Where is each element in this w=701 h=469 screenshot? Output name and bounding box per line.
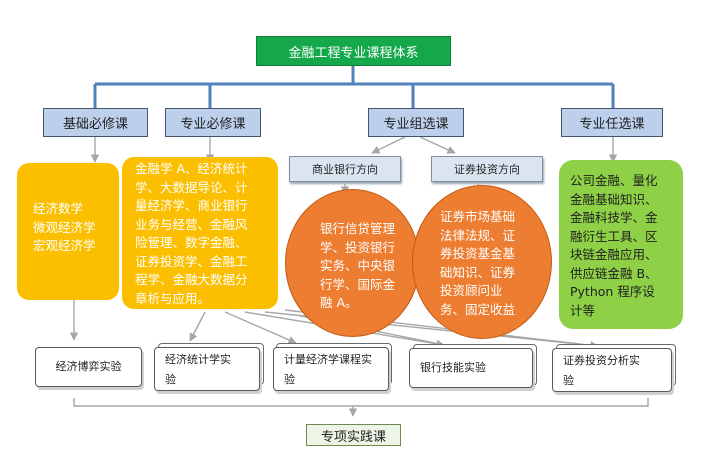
course-item: 实务、中央银 (320, 258, 396, 273)
course-item: 银行信贷管理 (320, 221, 396, 236)
elective-course-list: 公司金融、量化 金融基础知识、 金融科技学、金 融衍生工具、区 块链金融应用、 … (559, 160, 683, 329)
lab-label: 银行技能实验 (420, 361, 486, 374)
course-item: 业务与经营、金融风 (135, 216, 248, 232)
course-item: 供应链金融 B、 (570, 265, 658, 281)
lab-label: 验 (563, 374, 574, 387)
course-item: 证券市场基础 (440, 209, 516, 224)
course-item: 法律法规、证 (440, 227, 516, 243)
direction-commercial-bank: 商业银行方向 (289, 156, 401, 182)
lab-label: 验 (165, 373, 176, 386)
course-item: 金融基础知识、 (570, 191, 658, 207)
hierarchy-connector (93, 66, 615, 108)
course-item: 块链金融应用、 (570, 247, 658, 262)
bank-course-circle: 银行信贷管理 学、投资银行 实务、中央银 行学、国际金 融 A。 (285, 189, 420, 337)
lab-label: 计量经济学课程实 (284, 353, 372, 366)
course-item: 章析与应用。 (135, 290, 211, 306)
lab-label: 证券投资分析实 (563, 354, 640, 367)
securities-course-circle: 证券市场基础 法律法规、证 券投资基金基 础知识、证券 投资顾问业 务、固定收益 (412, 185, 552, 339)
basic-course-list: 经济数学 微观经济学 宏观经济学 (17, 163, 119, 300)
course-item: 学、大数据导论、计 (135, 179, 248, 195)
course-item: 宏观经济学 (33, 238, 96, 253)
course-item: 务、固定收益 (440, 301, 516, 317)
course-item: 程学、金融大数据分 (135, 272, 248, 287)
course-item: 学、投资银行 (320, 239, 396, 255)
lab-economic-statistics: 经济统计学实 验 (154, 347, 260, 391)
lab-bank-skills: 银行技能实验 (409, 348, 533, 388)
course-item: 融 A。 (320, 295, 358, 310)
category-major-group-elective: 专业组选课 (368, 108, 464, 137)
lab-label: 经济博弈实验 (55, 360, 122, 373)
course-item: 金融学 A、经济统计 (135, 161, 248, 176)
course-item: 公司金融、量化 (570, 173, 658, 188)
category-basic-required: 基础必修课 (43, 108, 148, 137)
course-item: 行学、国际金 (320, 276, 396, 292)
lab-economic-game: 经济博弈实验 (35, 347, 142, 387)
lab-label: 验 (284, 373, 295, 386)
lab-econometrics: 计量经济学课程实 验 (273, 347, 389, 391)
course-item: 险管理、数字金融、 (135, 235, 248, 250)
required-course-list: 金融学 A、经济统计 学、大数据导论、计 量经济学、商业银行 业务与经营、金融风… (122, 157, 278, 309)
course-item: 计等 (570, 302, 596, 318)
category-major-required: 专业必修课 (165, 108, 261, 137)
special-practice-course: 专项实践课 (306, 424, 401, 446)
course-item: 量经济学、商业银行 (135, 198, 248, 213)
direction-securities-investment: 证券投资方向 (431, 156, 543, 182)
course-item: 券投资基金基 (440, 246, 516, 261)
course-item: 础知识、证券 (440, 264, 516, 280)
course-item: Python 程序设 (570, 284, 655, 299)
course-item: 证券投资学、金融工 (135, 253, 248, 269)
course-item: 金融科技学、金 (570, 210, 658, 225)
category-major-optional: 专业任选课 (561, 108, 663, 137)
course-item: 微观经济学 (33, 219, 96, 235)
curriculum-title: 金融工程专业课程体系 (256, 36, 451, 66)
course-item: 经济数学 (33, 201, 84, 216)
lab-label: 经济统计学实 (165, 353, 231, 366)
course-item: 投资顾问业 (440, 283, 503, 298)
course-item: 融衍生工具、区 (570, 228, 658, 244)
lab-securities-analysis: 证券投资分析实 验 (552, 348, 672, 392)
